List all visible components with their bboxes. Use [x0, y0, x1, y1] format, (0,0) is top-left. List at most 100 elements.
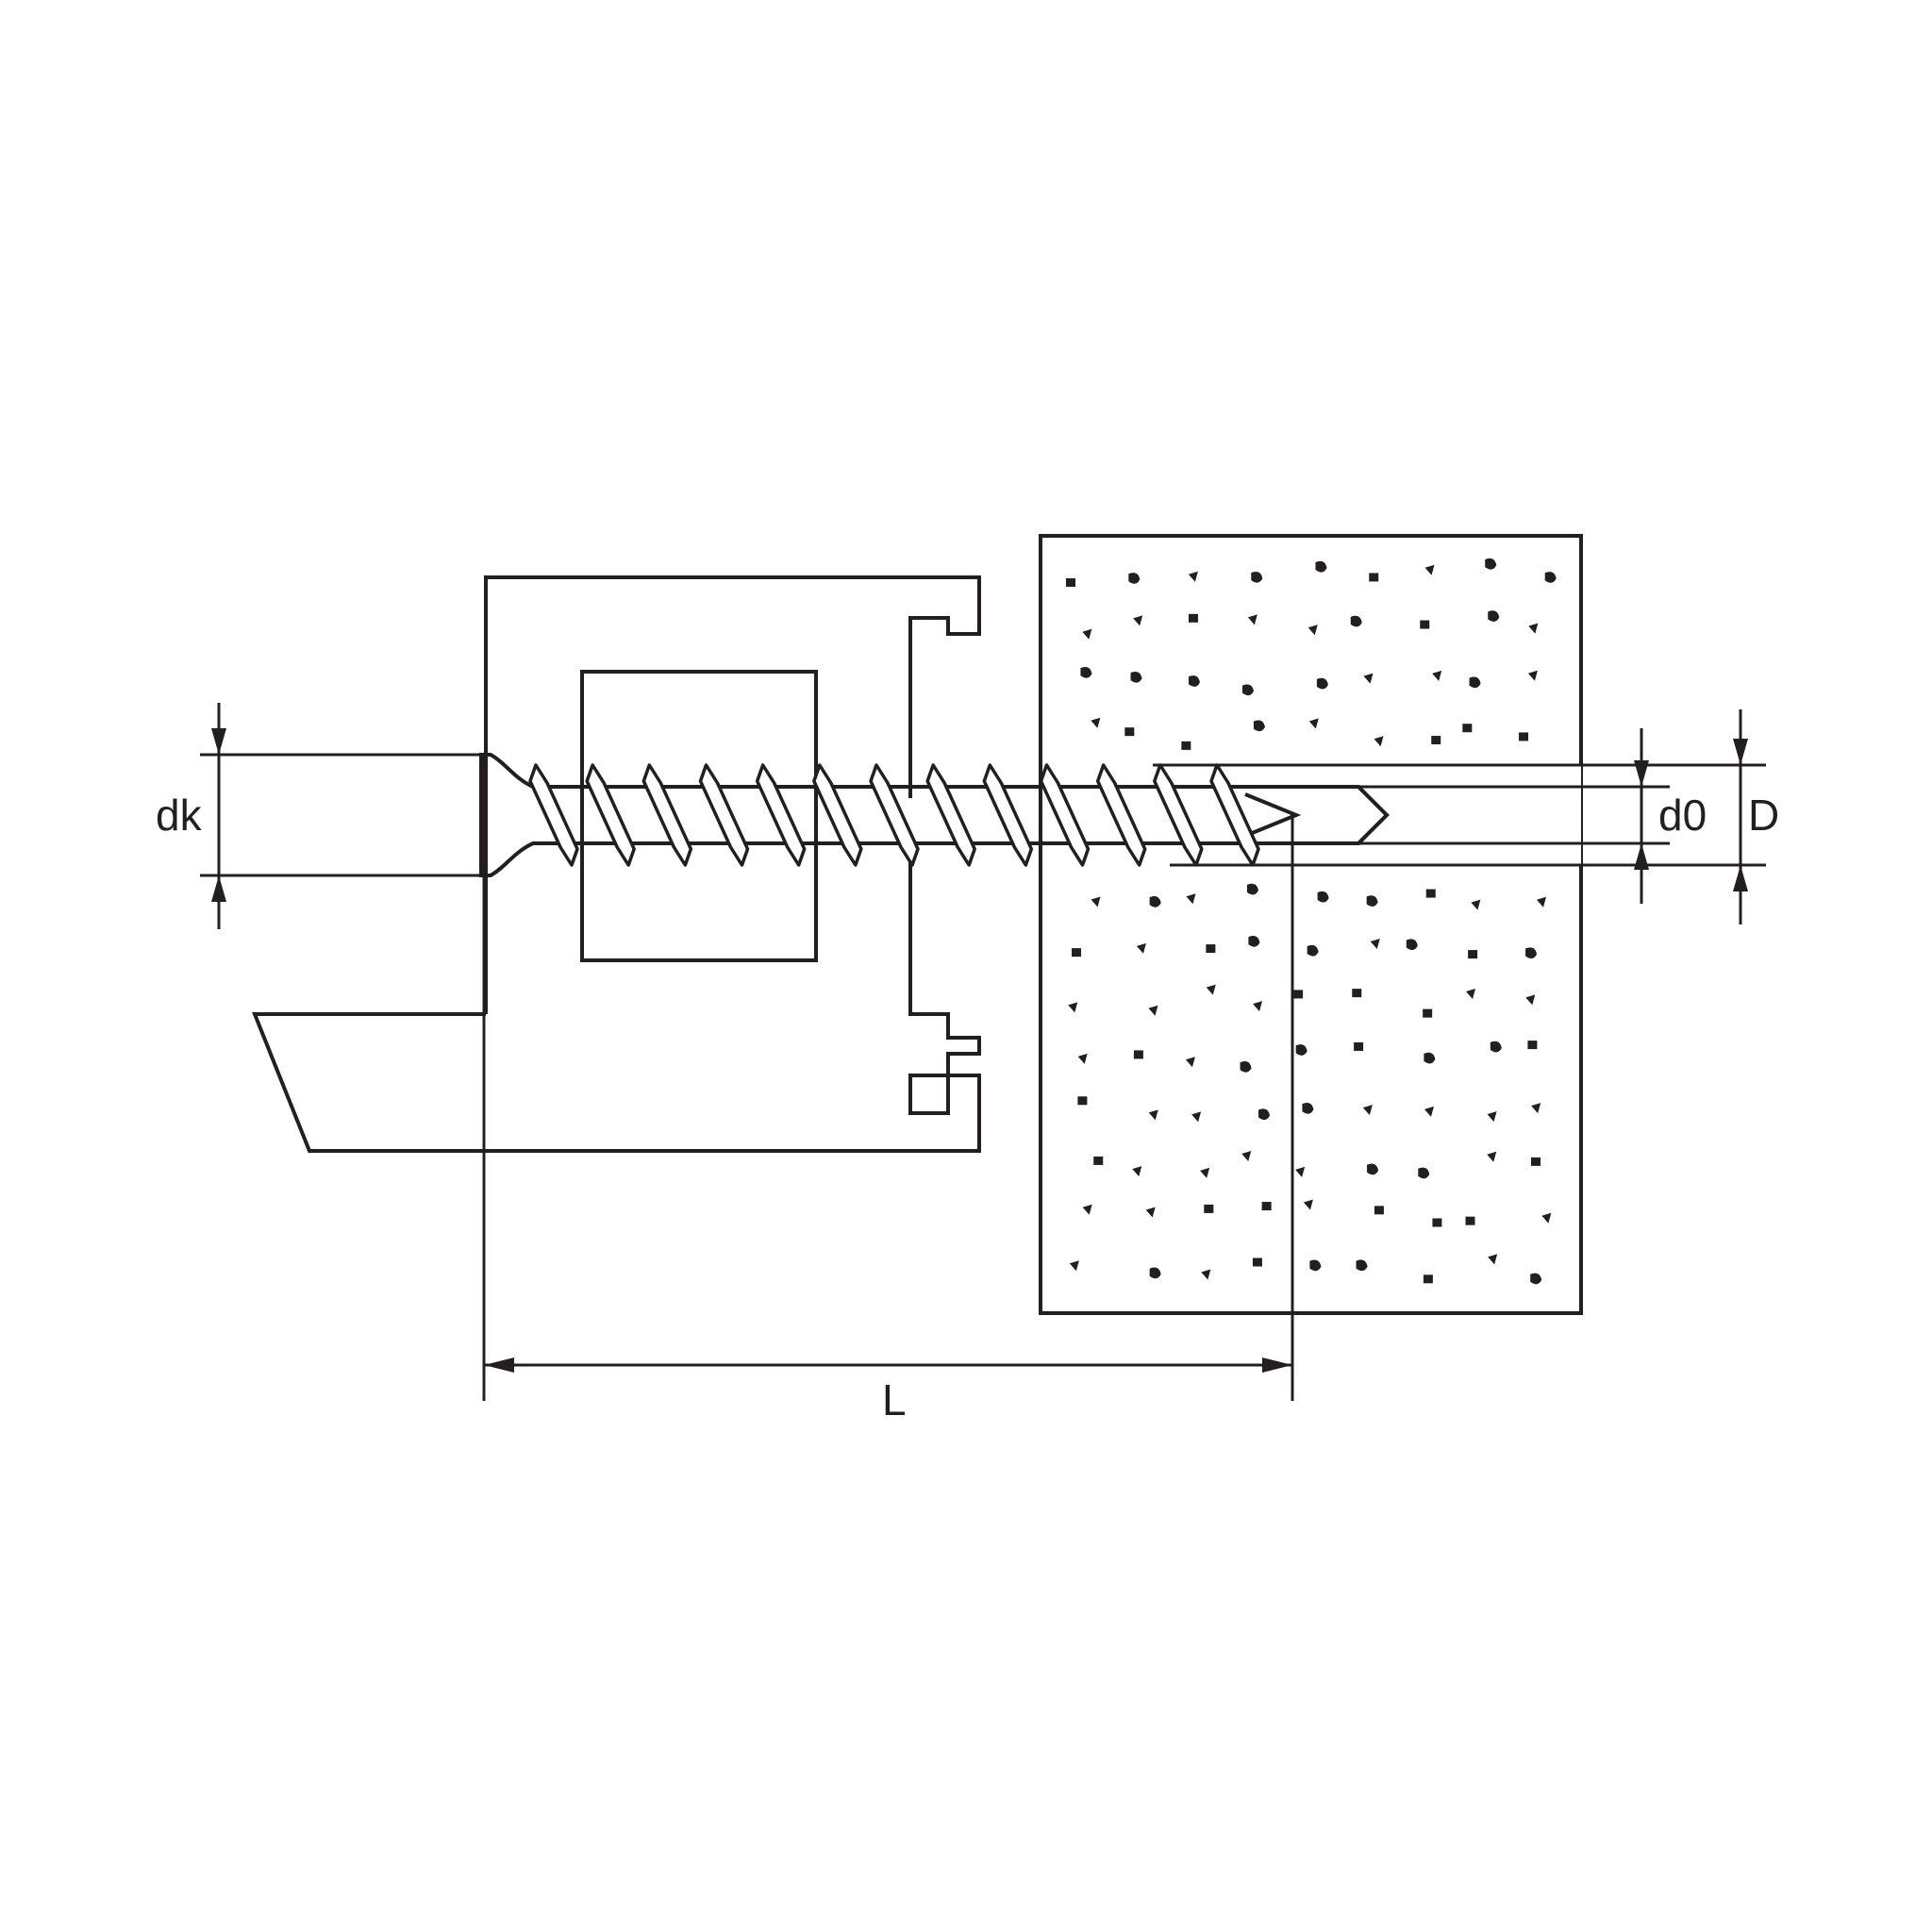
speckle — [1350, 615, 1362, 627]
speckle — [1424, 1052, 1436, 1064]
speckle — [1462, 724, 1473, 733]
speckle — [1531, 1157, 1541, 1166]
speckle — [1363, 673, 1374, 684]
thread-turn — [585, 763, 636, 867]
speckle — [1352, 989, 1362, 998]
speckle — [1066, 578, 1076, 588]
thread-turn — [812, 763, 863, 867]
speckle — [1374, 1206, 1384, 1215]
speckle — [1525, 947, 1538, 959]
speckle — [1309, 1259, 1322, 1272]
concrete-screw — [479, 753, 1390, 877]
label-D: D — [1748, 791, 1779, 840]
speckle — [1246, 883, 1258, 895]
speckle — [1188, 613, 1198, 623]
speckle — [1295, 1044, 1307, 1056]
speckle — [1091, 717, 1101, 728]
speckle — [1544, 572, 1557, 583]
speckle — [1469, 676, 1481, 689]
thread-turn — [641, 763, 693, 867]
speckle — [1248, 936, 1260, 947]
speckle — [1487, 1111, 1497, 1123]
speckle — [1541, 1212, 1552, 1224]
speckle — [1432, 670, 1442, 681]
speckle — [1423, 1274, 1433, 1284]
speckle — [1148, 1005, 1158, 1016]
thread-turn — [528, 763, 579, 867]
speckle — [1424, 564, 1435, 575]
speckle — [1069, 1260, 1079, 1272]
speckle — [1424, 1106, 1434, 1117]
speckle — [1133, 615, 1143, 626]
speckle — [1466, 989, 1476, 1000]
speckle — [1303, 1199, 1313, 1210]
screw-threads — [528, 763, 1260, 867]
speckle — [1366, 895, 1378, 907]
masonry-wall — [1039, 534, 1583, 1315]
speckle — [1307, 944, 1319, 957]
speckle — [1241, 1150, 1252, 1161]
speckle — [1485, 558, 1497, 570]
reinforcement-insert — [580, 670, 818, 962]
speckle — [1241, 684, 1254, 696]
speckle — [1077, 1096, 1088, 1106]
speckle — [1251, 571, 1263, 583]
thread-turn — [982, 763, 1034, 867]
thread-turn — [755, 763, 807, 867]
speckle — [1068, 1002, 1078, 1013]
speckle — [1356, 1259, 1368, 1272]
speckle — [1149, 895, 1161, 908]
thread-turn — [698, 763, 750, 867]
speckle — [1252, 1257, 1262, 1267]
dimension-length: L — [482, 813, 1294, 1424]
thread-turn — [925, 763, 976, 867]
speckle — [1128, 573, 1141, 584]
speckle — [1530, 1273, 1542, 1285]
speckle — [1519, 732, 1529, 741]
window-frame-profile — [252, 575, 981, 1153]
speckle — [1420, 620, 1430, 629]
speckle — [1295, 1166, 1306, 1177]
speckle — [1316, 677, 1328, 690]
speckle — [1471, 899, 1481, 910]
label-L: L — [882, 1375, 907, 1424]
thread-turn — [1209, 763, 1260, 867]
speckle — [1302, 1103, 1314, 1114]
speckle — [1188, 571, 1198, 582]
speckle — [1204, 1204, 1214, 1213]
label-d0: d0 — [1658, 791, 1707, 840]
screw-point — [1244, 792, 1302, 838]
dimension-D: D — [1733, 709, 1779, 924]
speckle — [1185, 1057, 1195, 1068]
speckle — [1425, 889, 1436, 898]
speckle — [1247, 614, 1257, 625]
speckle — [1261, 1202, 1272, 1211]
speckle — [1354, 1041, 1364, 1051]
speckle — [1091, 896, 1101, 908]
speckle — [1293, 990, 1304, 999]
speckle — [1423, 1008, 1433, 1018]
speckle — [1071, 948, 1081, 958]
speckle — [1240, 1060, 1252, 1073]
speckle — [1186, 893, 1196, 905]
speckle — [1200, 1167, 1210, 1178]
speckle — [1124, 727, 1135, 737]
speckle — [1130, 671, 1142, 683]
speckle — [1181, 741, 1191, 750]
speckle — [1528, 623, 1539, 634]
speckle — [1188, 675, 1200, 687]
speckle — [1201, 1269, 1211, 1280]
speckle — [1082, 1204, 1092, 1215]
speckle — [1206, 944, 1216, 954]
speckle — [1149, 1267, 1161, 1279]
speckle — [1527, 1041, 1538, 1050]
speckle — [1206, 984, 1216, 995]
thread-turn — [1095, 763, 1147, 867]
drill-tip — [1262, 785, 1390, 845]
speckle — [1487, 1151, 1497, 1162]
speckle — [1191, 1111, 1202, 1123]
speckle — [1488, 610, 1500, 622]
thread-turn — [869, 763, 920, 867]
